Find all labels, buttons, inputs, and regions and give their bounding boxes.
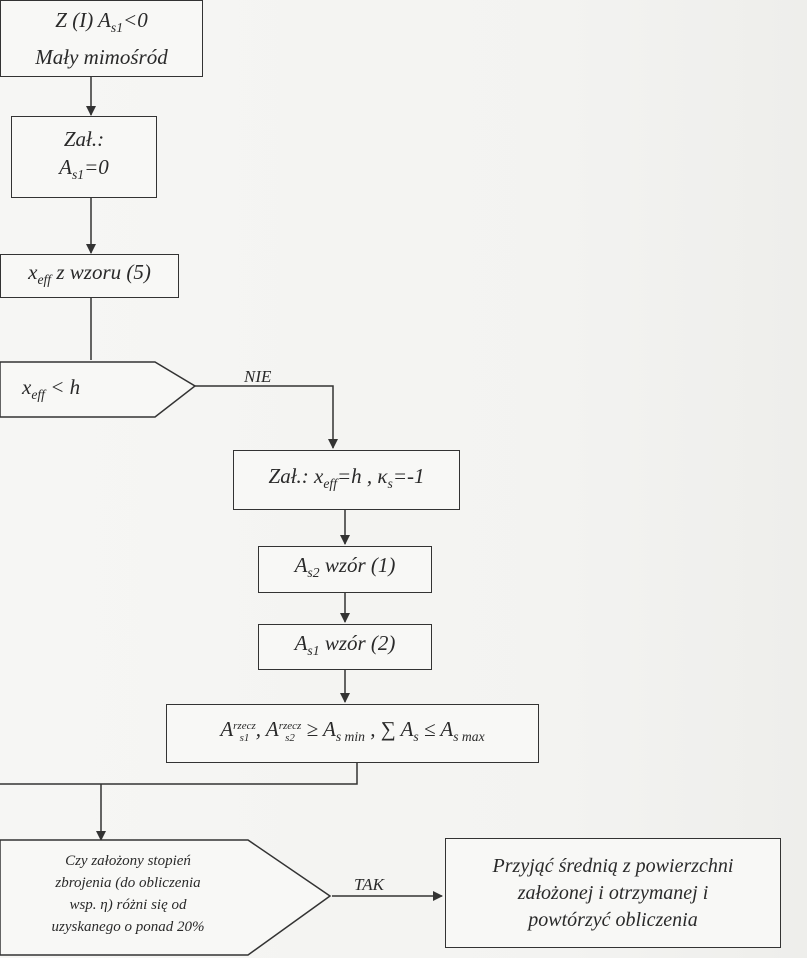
decision2-line-4: uzyskanego o ponad 20%: [51, 919, 205, 935]
result-box: Przyjąć średnią z powierzchni założonej …: [445, 838, 781, 948]
edge-label-tak: TAK: [354, 875, 384, 894]
as2-box: As2 wzór (1): [258, 546, 432, 593]
as2-text: As2 wzór (1): [294, 553, 396, 581]
decision1-text: xeff < h: [22, 375, 81, 403]
result-line-2: założonej i otrzymanej i: [517, 881, 709, 904]
decision2-text: Czy założony stopień zbrojenia (do oblic…: [8, 850, 248, 938]
xeff-text: xeff z wzoru (5): [28, 259, 151, 288]
decision2-line-1: Czy założony stopień: [65, 853, 191, 869]
decision1-shape: [0, 361, 197, 418]
decision2-line-3: wsp. η) różni się od: [69, 897, 187, 913]
assume1-label: Zał.:: [63, 126, 105, 151]
start-box: Z (I) As1<0 Mały mimośród: [0, 0, 203, 77]
assume1-formula: As1=0: [59, 154, 109, 183]
as1-text: As1 wzór (2): [294, 630, 396, 659]
assume2-box: Zał.: xeff=h , κs=-1: [233, 450, 460, 510]
xeff-box: xeff z wzoru (5): [0, 254, 179, 298]
start-line1: Z (I) As1<0: [55, 8, 148, 36]
assume1-box: Zał.: As1=0: [11, 116, 157, 198]
edge-label-nie: NIE: [244, 367, 272, 386]
start-line2: Mały mimośród: [35, 44, 168, 69]
assume2-text: Zał.: xeff=h , κs=-1: [268, 463, 425, 492]
result-line-1: Przyjąć średnią z powierzchni: [492, 854, 734, 877]
decision2-shape: [0, 839, 332, 956]
decision2-line-2: zbrojenia (do obliczenia: [55, 875, 201, 891]
as1-box: As1 wzór (2): [258, 624, 432, 670]
result-line-3: powtórzyć obliczenia: [528, 908, 698, 931]
arrow-check-to-decision2: [0, 763, 358, 785]
arrow-decision1-nie: [195, 385, 338, 449]
